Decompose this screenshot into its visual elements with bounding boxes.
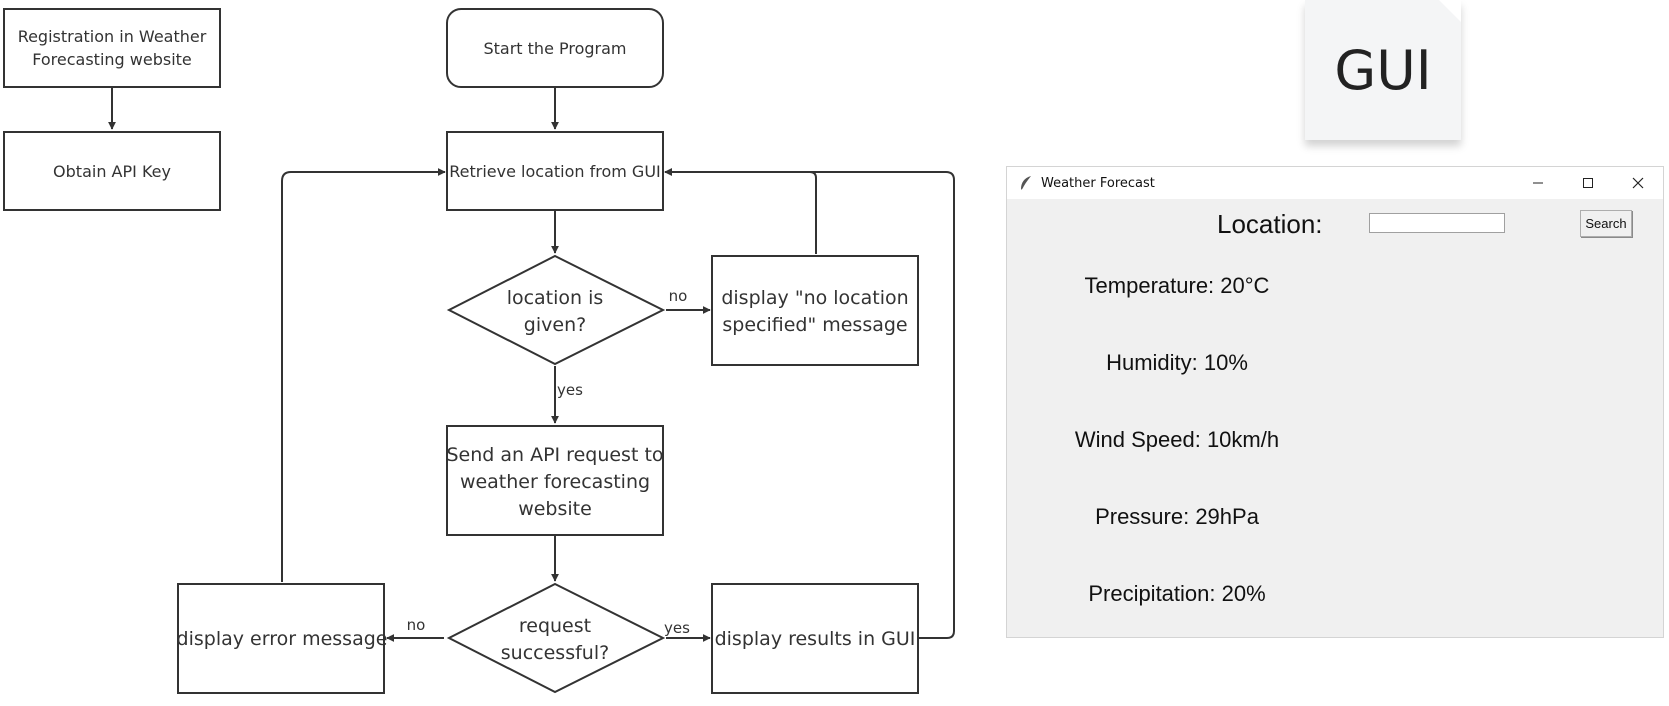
edge-label-yes-location: yes — [557, 381, 583, 399]
location-decision-line1: location is — [507, 287, 604, 309]
precipitation-readout: Precipitation: 20% — [1088, 581, 1266, 606]
window-titlebar[interactable]: Weather Forecast — [1007, 167, 1663, 199]
no-location-line2: specified" message — [722, 314, 907, 336]
feather-icon — [1021, 176, 1031, 191]
window-title: Weather Forecast — [1041, 175, 1155, 191]
location-label: Location: — [1217, 209, 1323, 239]
start-label: Start the Program — [483, 39, 626, 58]
no-location-line1: display "no location — [721, 287, 908, 309]
location-input[interactable] — [1369, 213, 1505, 233]
registration-box — [3, 8, 221, 88]
edge-label-no-location: no — [669, 287, 688, 305]
display-results-label: display results in GUI — [715, 628, 916, 650]
location-decision — [446, 254, 666, 366]
minimize-icon — [1533, 182, 1543, 184]
close-button[interactable] — [1613, 167, 1663, 199]
location-decision-line2: given? — [524, 314, 586, 336]
send-request-box — [446, 425, 664, 536]
registration-label-line2: Forecasting website — [32, 50, 192, 69]
edge-error-back — [281, 168, 446, 582]
display-error-label: display error message — [177, 628, 388, 650]
weather-window: Weather Forecast Location: Search Temper… — [1006, 166, 1664, 638]
maximize-button[interactable] — [1563, 167, 1613, 199]
request-decision-line2: successful? — [501, 642, 609, 664]
start-box — [446, 8, 664, 88]
retrieve-box — [446, 131, 664, 211]
wind-speed-readout: Wind Speed: 10km/h — [1074, 427, 1280, 452]
edge-nolocation-back — [664, 168, 817, 254]
flowchart: Registration in Weather Forecasting webs… — [3, 8, 955, 694]
gui-sticky-note: GUI — [1305, 0, 1461, 140]
send-request-line3: website — [518, 498, 592, 520]
display-results-box — [711, 583, 919, 694]
obtain-key-label: Obtain API Key — [53, 162, 171, 181]
no-location-box — [711, 255, 919, 366]
request-decision — [446, 582, 666, 694]
request-decision-line1: request — [519, 615, 591, 637]
maximize-icon — [1583, 178, 1593, 188]
display-error-box — [177, 583, 385, 694]
retrieve-label: Retrieve location from GUI — [449, 162, 661, 181]
edge-label-no-request: no — [407, 616, 426, 634]
humidity-readout: Humidity: 10% — [1106, 350, 1248, 375]
edge-results-back — [664, 168, 955, 639]
minimize-button[interactable] — [1513, 167, 1563, 199]
edge-label-yes-request: yes — [664, 619, 690, 637]
close-icon — [1632, 177, 1644, 189]
search-button[interactable]: Search — [1580, 210, 1632, 237]
temperature-readout: Temperature: 20°C — [1084, 273, 1270, 298]
send-request-line1: Send an API request to — [446, 444, 663, 466]
gui-note-label: GUI — [1334, 38, 1432, 102]
pressure-readout: Pressure: 29hPa — [1095, 504, 1259, 529]
send-request-line2: weather forecasting — [460, 471, 650, 493]
obtain-key-box — [3, 131, 221, 211]
registration-label-line1: Registration in Weather — [18, 27, 207, 46]
